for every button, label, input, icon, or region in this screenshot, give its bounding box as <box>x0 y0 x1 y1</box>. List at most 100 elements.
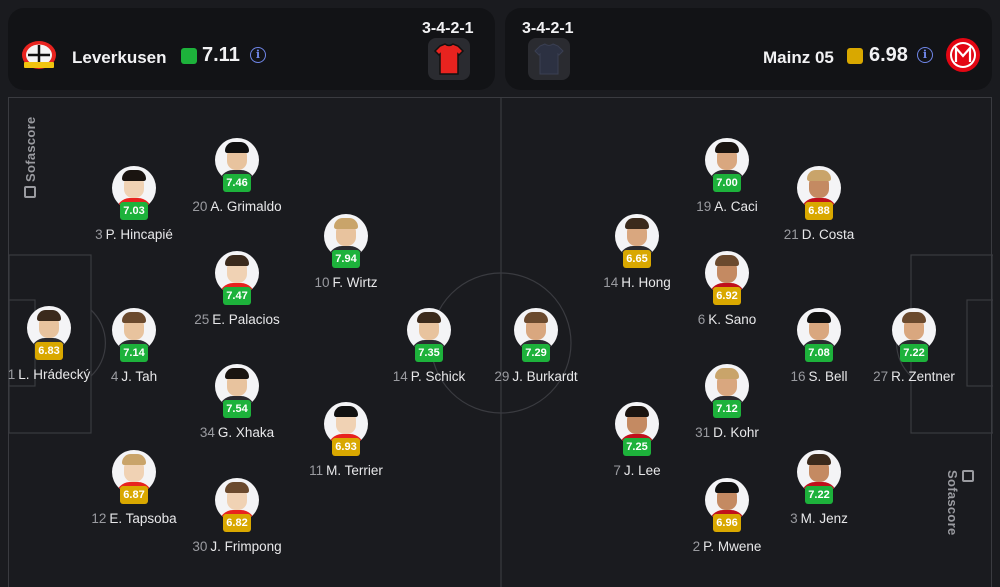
player-name: P. Schick <box>410 369 466 384</box>
player-rating-badge: 7.29 <box>522 344 550 362</box>
sofascore-watermark-left: Sofascore <box>23 116 38 198</box>
player-rating-badge: 6.93 <box>332 438 360 456</box>
player-rating-badge: 7.00 <box>713 174 741 192</box>
player-name: A. Caci <box>714 199 758 214</box>
player-name: R. Zentner <box>891 369 955 384</box>
player-rating-badge: 6.87 <box>120 486 148 504</box>
player-shirt-number: 3 <box>95 227 103 242</box>
player-rating-badge: 6.65 <box>623 250 651 268</box>
player-shirt-number: 19 <box>696 199 712 214</box>
away-rating-square <box>847 48 863 64</box>
away-formation: 3-4-2-1 <box>522 20 574 37</box>
player-shirt-number: 25 <box>194 312 210 327</box>
player-name: J. Burkardt <box>512 369 578 384</box>
home-team-rating: 7.11 <box>202 44 240 66</box>
away-team-name[interactable]: Mainz 05 <box>763 48 834 67</box>
player-name: E. Palacios <box>212 312 280 327</box>
player-shirt-number: 20 <box>192 199 208 214</box>
player-name: P. Hincapié <box>105 227 173 242</box>
player-shirt-number: 11 <box>309 463 324 478</box>
player-rating-badge: 7.08 <box>805 344 833 362</box>
player-shirt-number: 29 <box>494 369 510 384</box>
player-rating-badge: 6.83 <box>35 342 63 360</box>
home-team-name[interactable]: Leverkusen <box>72 48 167 67</box>
info-icon[interactable]: i <box>250 47 266 63</box>
player-rating-badge: 7.22 <box>805 486 833 504</box>
player-shirt-number: 2 <box>692 539 701 554</box>
player-shirt-number: 34 <box>199 425 215 440</box>
sofascore-watermark-right: Sofascore <box>945 470 975 536</box>
player-name: D. Costa <box>801 227 855 242</box>
player-name: P. Mwene <box>703 539 762 554</box>
player-shirt-number: 10 <box>314 275 330 290</box>
away-team-header: 3-4-2-1 Mainz 05 6.98 i <box>505 8 992 90</box>
player-name: A. Grimaldo <box>210 199 282 214</box>
player-name: M. Jenz <box>800 511 848 526</box>
player-name: J. Frimpong <box>210 539 282 554</box>
player-rating-badge: 6.88 <box>805 202 833 220</box>
player-shirt-number: 1 <box>7 367 16 382</box>
away-team-rating: 6.98 <box>869 44 908 66</box>
info-icon[interactable]: i <box>917 47 933 63</box>
player-rating-badge: 6.92 <box>713 287 741 305</box>
player-name: F. Wirtz <box>332 275 378 290</box>
player-rating-badge: 7.47 <box>223 287 251 305</box>
player-rating-badge: 7.14 <box>120 344 148 362</box>
home-formation: 3-4-2-1 <box>422 20 474 37</box>
player-name: M. Terrier <box>326 463 383 478</box>
player-name: D. Kohr <box>713 425 759 440</box>
player-shirt-number: 12 <box>91 511 107 526</box>
leverkusen-crest-icon[interactable] <box>20 36 58 74</box>
player-name: K. Sano <box>708 312 757 327</box>
player-rating-badge: 7.46 <box>223 174 251 192</box>
player-shirt-number: 4 <box>110 369 119 384</box>
player-shirt-number: 7 <box>613 463 621 478</box>
player-shirt-number: 31 <box>695 425 711 440</box>
player-name: L. Hrádecký <box>18 367 91 382</box>
away-kit-icon <box>528 38 570 80</box>
player-shirt-number: 14 <box>392 369 408 384</box>
player-name: J. Lee <box>623 463 661 478</box>
player-shirt-number: 21 <box>783 227 799 242</box>
player-rating-badge: 6.82 <box>223 514 251 532</box>
player-rating-badge: 7.54 <box>223 400 251 418</box>
mainz-05-crest-icon[interactable] <box>944 36 982 74</box>
player-name: H. Hong <box>621 275 671 290</box>
home-kit-icon <box>428 38 470 80</box>
player-shirt-number: 14 <box>603 275 619 290</box>
player-rating-badge: 7.25 <box>623 438 651 456</box>
player-shirt-number: 3 <box>790 511 798 526</box>
player-shirt-number: 16 <box>790 369 806 384</box>
player-rating-badge: 6.96 <box>713 514 741 532</box>
sofascore-logo-icon <box>962 470 974 482</box>
player-name: G. Xhaka <box>217 425 275 440</box>
player-shirt-number: 27 <box>873 369 889 384</box>
player-rating-badge: 7.22 <box>900 344 928 362</box>
player-name: E. Tapsoba <box>109 511 177 526</box>
player-rating-badge: 7.03 <box>120 202 148 220</box>
player-rating-badge: 7.94 <box>332 250 360 268</box>
